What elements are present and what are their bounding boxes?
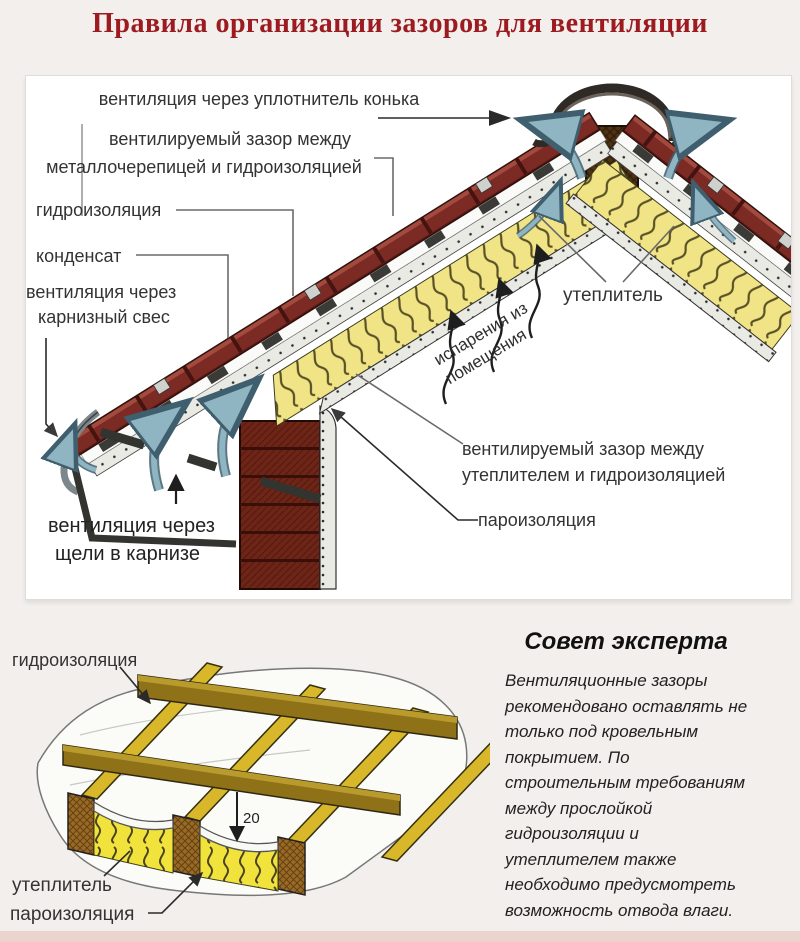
insulation-gap-leader xyxy=(355,373,464,445)
label-lathing-waterproofing: гидроизоляция xyxy=(12,650,138,670)
eaves-airflow-arrow xyxy=(154,409,178,492)
label-insulation-gap-line2: утеплителем и гидроизоляцией xyxy=(462,465,726,485)
eaves-airflow-arrow xyxy=(222,387,250,478)
label-ridge-seal-vent: вентиляция через уплотнитель конька xyxy=(98,89,420,109)
label-tile-gap-line2: металлочерепицей и гидроизоляцией xyxy=(46,157,362,177)
label-insulation-gap-line1: вентилируемый зазор между xyxy=(462,439,705,459)
vapor-barrier-leader xyxy=(330,407,478,521)
label-eaves-vent-line1: вентиляция через xyxy=(26,282,177,302)
label-lathing-insulation: утеплитель xyxy=(12,875,112,896)
insulation-pointer-v xyxy=(538,215,675,283)
label-cornice-vent-line2: щели в карнизе xyxy=(55,543,200,565)
waterproofing-leader xyxy=(176,209,294,296)
gap-dimension-value: 20 xyxy=(243,810,260,827)
membrane-sag xyxy=(199,824,279,853)
vapor-rise-arrows xyxy=(442,243,552,405)
insulation-leader xyxy=(103,850,131,877)
label-waterproofing: гидроизоляция xyxy=(36,200,162,220)
ridge-airflow-arrow-right xyxy=(663,123,718,180)
label-insulation: утеплитель xyxy=(563,285,663,306)
wall-vapor-barrier-strip xyxy=(319,405,337,590)
condensate-leader xyxy=(136,254,229,338)
label-lathing-vapor-barrier: пароизоляция xyxy=(10,904,135,925)
tile-gap-bracket xyxy=(374,157,394,216)
membrane-sag xyxy=(93,800,174,831)
expert-advice-heading: Совет эксперта xyxy=(524,628,728,655)
under-ridge-airflow-left xyxy=(515,188,558,239)
roof-diagram-panel xyxy=(25,75,792,600)
label-eaves-vent-line2: карнизный свес xyxy=(38,307,170,327)
leader-lines xyxy=(43,110,675,521)
page-title: Правила организации зазоров для вентиляц… xyxy=(92,8,708,39)
under-ridge-airflow-right xyxy=(696,190,737,244)
label-tile-gap-line1: вентилируемый зазор между xyxy=(108,129,351,149)
roof-diagram-svg xyxy=(26,83,791,590)
bottom-accent-strip xyxy=(0,931,800,942)
eaves-tip-airflow-swirl xyxy=(70,432,98,470)
expert-advice-body: Вентиляционные зазоры рекомендовано оста… xyxy=(505,671,748,920)
vapor-barrier-leader xyxy=(148,871,204,914)
label-vapor-barrier: пароизоляция xyxy=(478,510,596,530)
brick-wall xyxy=(239,420,321,590)
ridge-airflow-arrow-left xyxy=(532,123,582,180)
label-condensate: конденсат xyxy=(36,246,122,266)
eaves-vent-leader xyxy=(43,338,59,438)
waterproofing-leader xyxy=(119,666,152,705)
lathing-diagram-svg: 20 xyxy=(36,662,490,914)
front-section xyxy=(67,792,306,896)
airflow-arrows xyxy=(70,123,737,492)
label-cornice-vent-line1: вентиляция через xyxy=(48,515,215,537)
